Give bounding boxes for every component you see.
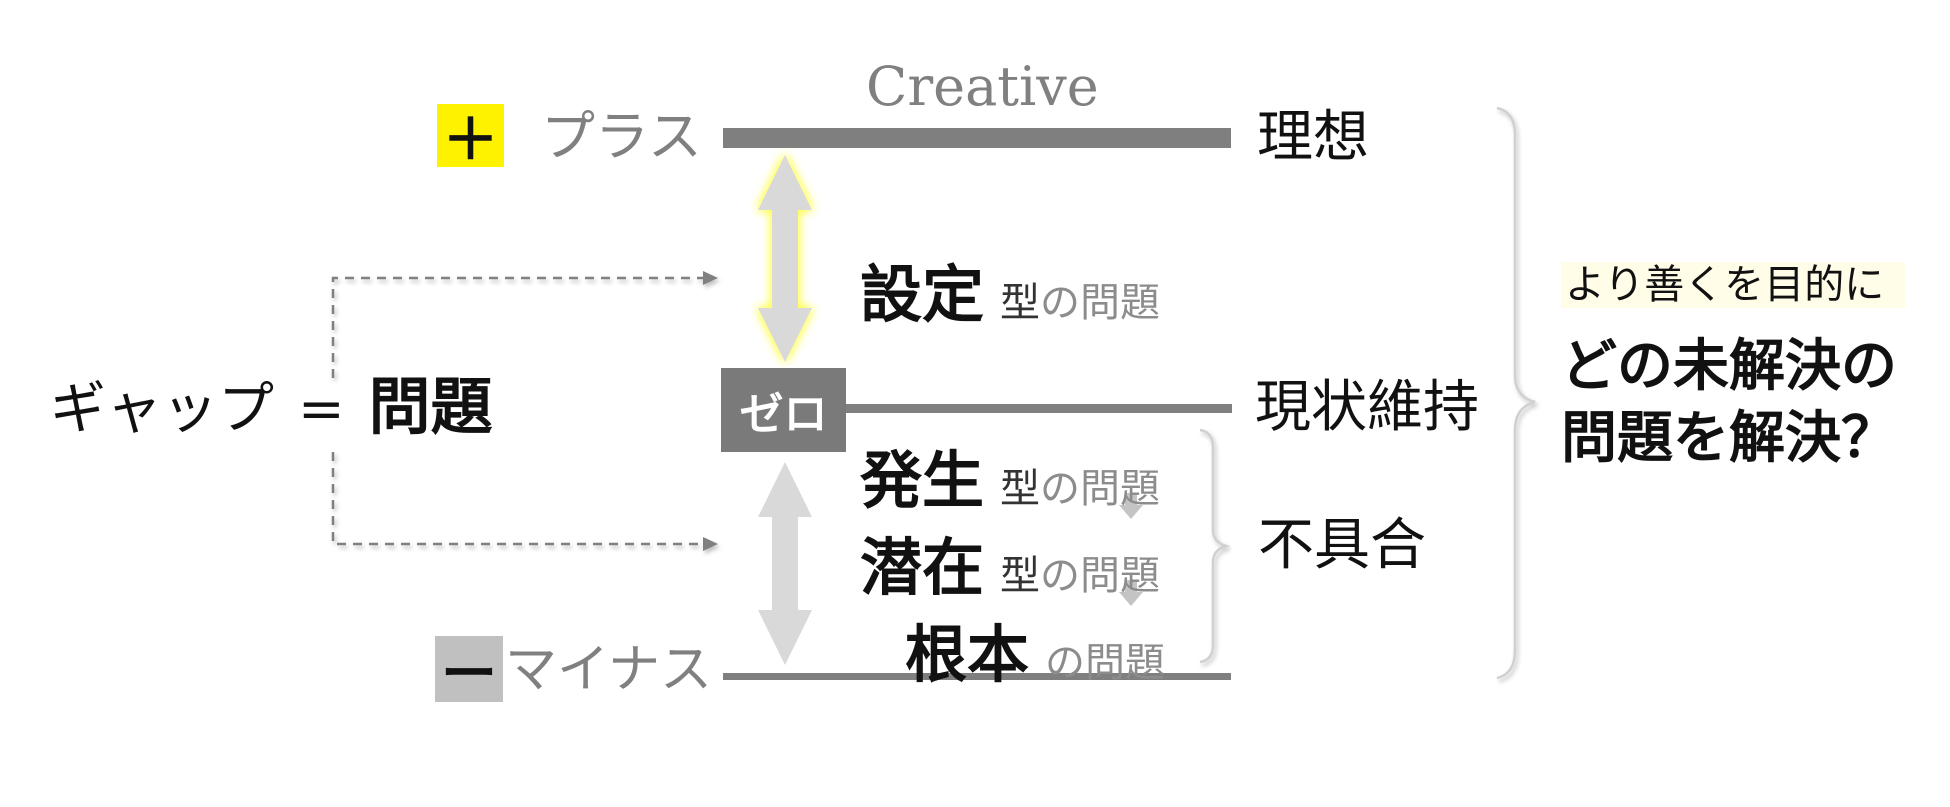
problem-type-main: 潜在 [860,531,985,604]
problem-type-kata: 型 [1000,280,1041,326]
gap-equation: ギャップ = 問題 [50,376,493,438]
plus-icon: ＋ [437,104,504,173]
gap-problem: 問題 [368,370,493,443]
goal-brace [1496,106,1536,680]
minus-label: マイナス [505,640,712,700]
problem-type-occurring: 発生 型 の問題 [860,430,1160,520]
problem-type-set: 設定 型 の問題 [860,244,1160,334]
problem-type-suffix: の問題 [1040,280,1161,326]
problem-type-suffix: の問題 [1045,640,1166,686]
problem-type-root: 根本 の問題 [905,604,1165,694]
goal-purpose-highlight [1561,262,1905,308]
plus-label: プラス [541,105,702,168]
problem-type-main: 根本 [905,618,1030,691]
goal-question-line2: 問題を解決？ [1561,405,1897,471]
problem-type-suffix: の問題 [1040,466,1161,512]
goal-question-line1: どの未解決の [1561,333,1897,399]
problem-type-main: 設定 [860,258,985,331]
problem-type-kata: 型 [1000,466,1041,512]
status-quo-line [846,404,1232,413]
defect-label: 不具合 [1258,513,1426,578]
lower-gap-arrow [758,462,812,665]
problem-type-suffix: の問題 [1040,553,1161,599]
gap-dashed-connector [331,271,718,551]
goal-purpose: より善くを目的に [1565,262,1885,308]
defect-brace [1199,428,1231,664]
ideal-line [723,128,1231,148]
minus-line [723,673,1231,680]
problem-type-kata: 型 [1000,553,1041,599]
minus-icon: ー [435,636,503,707]
gap-label: ギャップ [50,377,274,442]
creative-label: Creative [866,55,1099,118]
problem-type-main: 発生 [860,444,985,517]
gap-equals: = [297,377,345,442]
down-arrow-icon [1119,493,1143,519]
zero-box: ゼロ [721,368,846,452]
problem-type-latent: 潜在 型 の問題 [860,517,1160,607]
status-quo-label: 現状維持 [1255,375,1479,440]
upper-gap-arrow [758,155,812,362]
down-arrow-icon [1119,580,1143,606]
ideal-label: 理想 [1257,105,1369,170]
